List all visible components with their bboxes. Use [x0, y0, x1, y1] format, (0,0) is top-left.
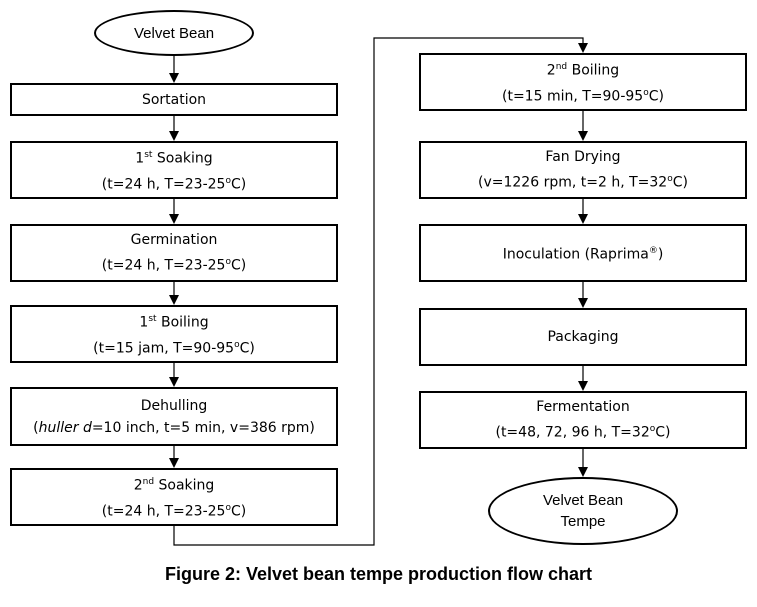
node-title: 1st Boiling [139, 314, 209, 331]
node-detail: (v=1226 rpm, t=2 h, T=32oC) [478, 174, 688, 191]
step-dehulling: Dehulling (huller d=10 inch, t=5 min, v=… [10, 387, 338, 446]
node-title: 1st Soaking [135, 150, 213, 167]
step-second-boiling: 2nd Boiling (t=15 min, T=90-95oC) [419, 53, 747, 111]
node-title: Fan Drying [545, 149, 621, 166]
node-text: Velvet Bean [133, 24, 215, 42]
step-fan-drying: Fan Drying (v=1226 rpm, t=2 h, T=32oC) [419, 141, 747, 199]
step-first-boiling: 1st Boiling (t=15 jam, T=90-95oC) [10, 305, 338, 363]
end-velvet-bean-tempe: Velvet Bean Tempe [488, 477, 678, 545]
node-detail: (t=15 jam, T=90-95oC) [93, 340, 255, 357]
step-second-soaking: 2nd Soaking (t=24 h, T=23-25oC) [10, 468, 338, 526]
node-title: 2nd Boiling [546, 62, 620, 79]
step-first-soaking: 1st Soaking (t=24 h, T=23-25oC) [10, 141, 338, 199]
node-detail: (t=48, 72, 96 h, T=32oC) [495, 424, 671, 441]
step-sortation: Sortation [10, 83, 338, 116]
node-detail: (t=15 min, T=90-95oC) [502, 88, 664, 105]
node-detail: (t=24 h, T=23-25oC) [101, 176, 247, 193]
step-fermentation: Fermentation (t=48, 72, 96 h, T=32oC) [419, 391, 747, 449]
node-text: Packaging [547, 329, 619, 345]
node-line: Tempe [560, 513, 606, 530]
node-line: Velvet Bean [542, 492, 624, 509]
figure-caption: Figure 2: Velvet bean tempe production f… [164, 564, 593, 584]
node-detail: (t=24 h, T=23-25oC) [101, 257, 247, 274]
node-detail: (t=24 h, T=23-25oC) [101, 503, 247, 520]
node-detail: (huller d=10 inch, t=5 min, v=386 rpm) [33, 419, 315, 436]
node-title: Germination [130, 232, 218, 249]
step-germination: Germination (t=24 h, T=23-25oC) [10, 224, 338, 282]
connector-to-column-2 [173, 37, 588, 546]
node-title: Fermentation [536, 399, 630, 416]
start-velvet-bean: Velvet Bean [94, 10, 254, 56]
step-packaging: Packaging [419, 308, 747, 366]
step-inoculation: Inoculation (Raprima®) [419, 224, 747, 282]
node-title: 2nd Soaking [133, 477, 215, 494]
node-text: Sortation [141, 91, 207, 108]
node-text: Inoculation (Raprima®) [502, 246, 664, 263]
node-title: Dehulling [140, 397, 208, 414]
